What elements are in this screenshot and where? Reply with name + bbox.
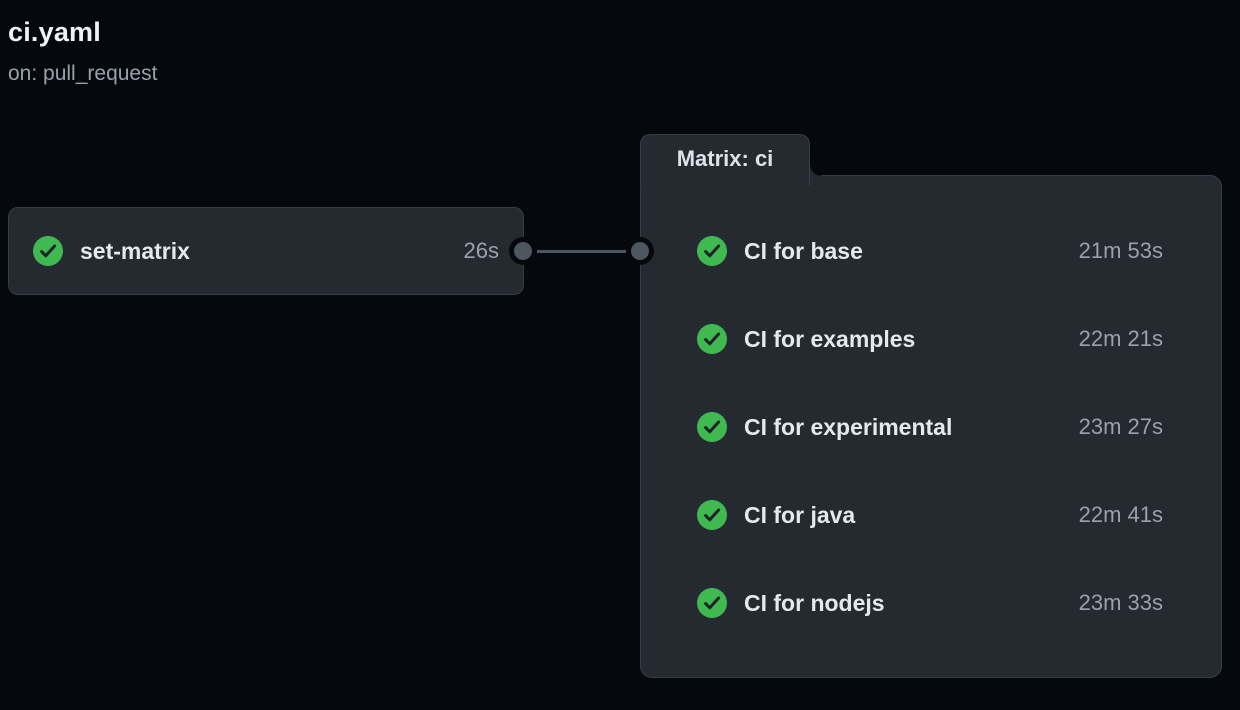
check-circle-icon <box>697 500 727 530</box>
job-name: CI for nodejs <box>744 589 885 616</box>
job-duration: 23m 27s <box>1078 414 1163 439</box>
job-duration: 21m 53s <box>1078 238 1163 263</box>
job-row-ci-for-nodejs[interactable]: CI for nodejs 23m 33s <box>641 559 1221 647</box>
job-card-set-matrix[interactable]: set-matrix 26s <box>8 207 524 295</box>
matrix-group-label: Matrix: ci <box>676 145 774 171</box>
job-row-ci-for-java[interactable]: CI for java 22m 41s <box>641 471 1221 559</box>
workflow-file-title: ci.yaml <box>8 17 101 47</box>
graph-edge-dot-left <box>514 242 532 260</box>
graph-edge-dot-right <box>631 242 649 260</box>
job-name: set-matrix <box>80 237 190 264</box>
check-circle-icon <box>697 324 727 354</box>
job-name: CI for java <box>744 501 856 528</box>
job-duration: 23m 33s <box>1078 590 1163 615</box>
matrix-tab-fillet <box>810 165 821 176</box>
check-circle-icon <box>697 236 727 266</box>
check-circle-icon <box>697 588 727 618</box>
job-name: CI for examples <box>744 325 916 352</box>
graph-edge-line <box>523 250 640 253</box>
job-duration: 22m 41s <box>1078 502 1163 527</box>
job-row-ci-for-experimental[interactable]: CI for experimental 23m 27s <box>641 383 1221 471</box>
job-row-ci-for-base[interactable]: CI for base 21m 53s <box>641 207 1221 295</box>
job-duration: 26s <box>463 238 499 263</box>
check-circle-icon <box>33 236 63 266</box>
job-name: CI for experimental <box>744 413 953 440</box>
job-name: CI for base <box>744 237 863 264</box>
check-circle-icon <box>697 412 727 442</box>
matrix-group-tab: Matrix: ci <box>640 134 810 186</box>
matrix-group-box: CI for base 21m 53s CI for examples 22m … <box>640 175 1222 678</box>
job-row-ci-for-examples[interactable]: CI for examples 22m 21s <box>641 295 1221 383</box>
workflow-trigger-label: on: pull_request <box>8 62 158 85</box>
job-duration: 22m 21s <box>1078 326 1163 351</box>
